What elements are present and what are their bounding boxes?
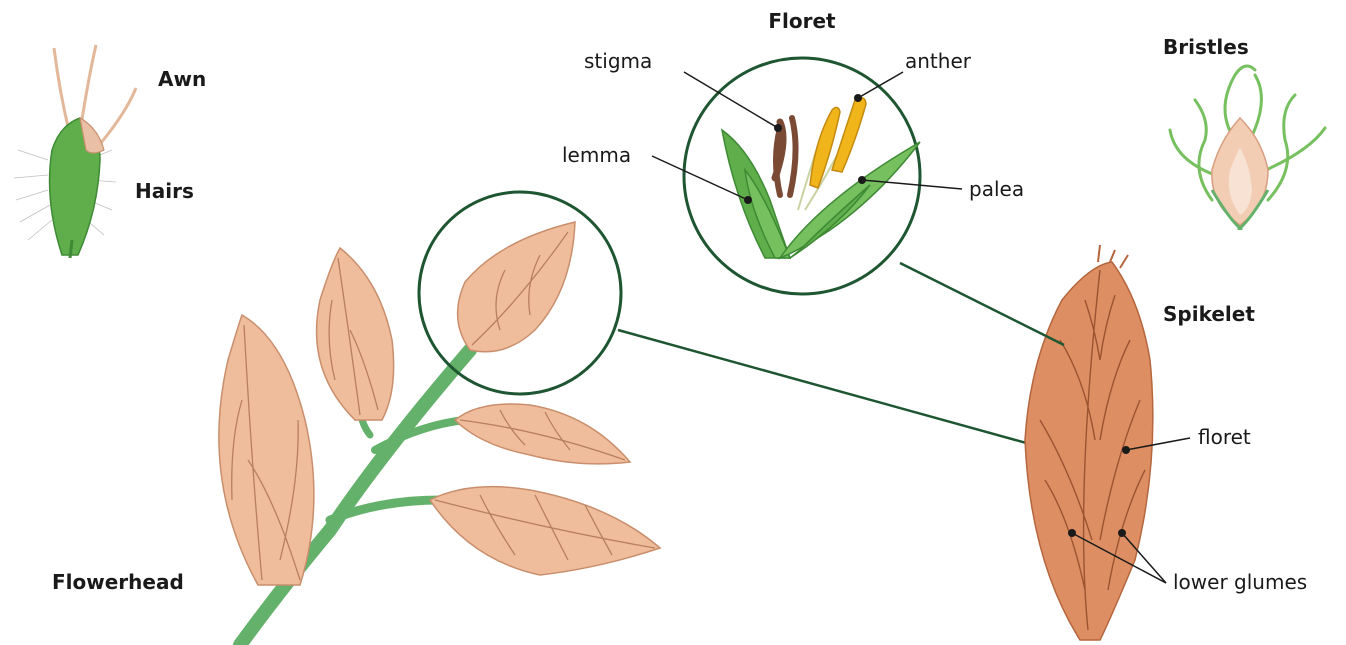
bristles-illustration: [1170, 66, 1325, 230]
floret-title: Floret: [768, 9, 836, 33]
zoom-connector-floret: [900, 263, 1064, 345]
zoom-connector-flowerhead: [618, 330, 1030, 444]
bristles-label: Bristles: [1163, 35, 1249, 59]
spikelet-illustration: [1025, 245, 1153, 640]
stigma-label: stigma: [584, 49, 652, 73]
spikelet-label: Spikelet: [1163, 302, 1255, 326]
awn-hairs-illustration: [14, 45, 136, 258]
anther-label: anther: [905, 49, 972, 73]
floret-illustration: [722, 98, 920, 258]
hairs-label: Hairs: [135, 179, 194, 203]
flowerhead-bud-3: [458, 222, 575, 352]
floret-label: floret: [1198, 425, 1251, 449]
flowerhead-illustration: [219, 222, 660, 645]
flowerhead-bud-4: [455, 404, 630, 464]
flowerhead-label: Flowerhead: [52, 570, 184, 594]
palea-label: palea: [969, 177, 1024, 201]
flowerhead-bud-2: [317, 248, 394, 420]
lemma-label: lemma: [562, 143, 631, 167]
lower-glumes-label: lower glumes: [1173, 570, 1307, 594]
awn-label: Awn: [158, 67, 206, 91]
flowerhead-bud-5: [430, 487, 660, 575]
